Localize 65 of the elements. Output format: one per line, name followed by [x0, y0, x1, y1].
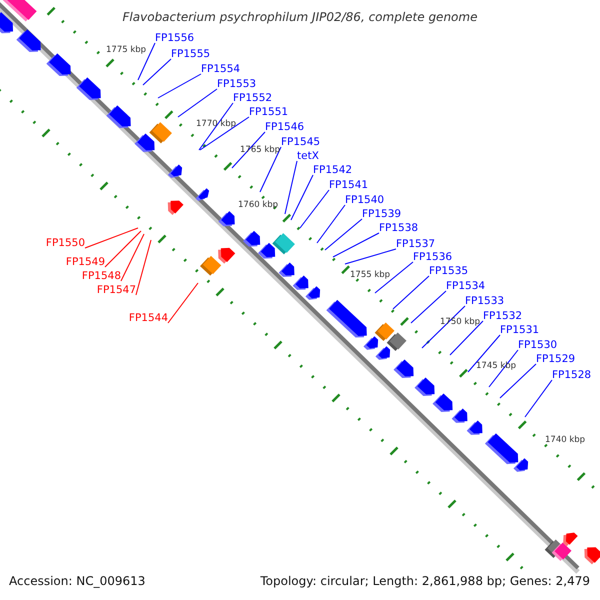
leader-line	[158, 74, 202, 98]
leader-line	[198, 102, 234, 150]
title: Flavobacterium psychrophilum JIP02/86, complete genome	[122, 10, 478, 24]
scale-label: 1755 kbp	[350, 269, 390, 281]
gene-label: FP1554	[201, 62, 240, 76]
leader-line	[316, 204, 346, 244]
gene-label: FP1535	[429, 264, 468, 278]
leader-line	[392, 276, 430, 310]
leader-line	[84, 228, 138, 248]
gene-label: FP1549	[66, 255, 105, 269]
gene-label: FP1544	[128, 311, 168, 325]
leader-line	[500, 364, 536, 398]
gene-label: FP1537	[396, 237, 436, 251]
gene-label: FP1546	[265, 120, 304, 134]
leader-line	[324, 218, 362, 250]
leader-line	[374, 262, 414, 294]
leader-line	[120, 234, 144, 282]
leader-line	[332, 232, 380, 258]
leader-line	[422, 306, 466, 348]
leader-line	[178, 88, 218, 118]
leader-line	[138, 42, 156, 80]
gene-label: FP1547	[96, 283, 136, 297]
gene-label: FP1540	[345, 193, 384, 207]
gene-label: tetX	[297, 149, 319, 163]
gene-label: FP1553	[217, 77, 256, 91]
leader-line	[410, 290, 446, 324]
gene-label: FP1551	[249, 105, 288, 119]
leader-line	[468, 334, 500, 372]
leader-line	[168, 282, 198, 324]
gene-label: FP1534	[446, 279, 486, 293]
scale-label: 1770 kbp	[196, 118, 236, 130]
leader-line	[136, 240, 152, 296]
gene-label: FP1556	[155, 31, 194, 45]
gene-label: FP1555	[171, 47, 210, 61]
leader-line	[300, 190, 330, 228]
gene-label: FP1548	[82, 269, 121, 283]
gene-label: FP1536	[413, 250, 452, 264]
gene-label: FP1550	[46, 236, 85, 250]
gene-label: FP1531	[500, 323, 540, 337]
gene-label: FP1533	[465, 294, 504, 308]
leader-line	[450, 320, 484, 356]
scale-label: 1740 kbp	[545, 434, 586, 446]
leader-line	[104, 230, 142, 268]
leader-line	[524, 380, 552, 418]
gene-label: FP1528	[552, 368, 592, 382]
leader-line	[344, 248, 396, 264]
genome-info-text: Topology: circular; Length: 2,861,988 bp; Genes: 2,479	[260, 574, 590, 588]
gene-label: FP1542	[313, 163, 352, 177]
gene-label: FP1541	[329, 178, 368, 192]
accession-text: Accession: NC_009613	[9, 574, 146, 588]
leader-line	[284, 160, 298, 214]
scale-label: 1760 kbp	[238, 199, 278, 211]
gene-label: FP1529	[536, 352, 576, 366]
gene-label: FP1532	[483, 309, 522, 323]
gene-label: FP1538	[379, 221, 418, 235]
scale-label: 1775 kbp	[106, 44, 146, 56]
gene-label: FP1539	[362, 207, 402, 221]
gene-label: FP1530	[518, 338, 558, 352]
leader-line	[200, 116, 250, 150]
gene-label: FP1552	[233, 91, 272, 105]
leader-line	[142, 58, 172, 86]
leader-line	[260, 146, 282, 192]
leader-line	[290, 174, 314, 220]
gene-label: FP1545	[281, 135, 320, 149]
leader-line	[488, 350, 518, 388]
